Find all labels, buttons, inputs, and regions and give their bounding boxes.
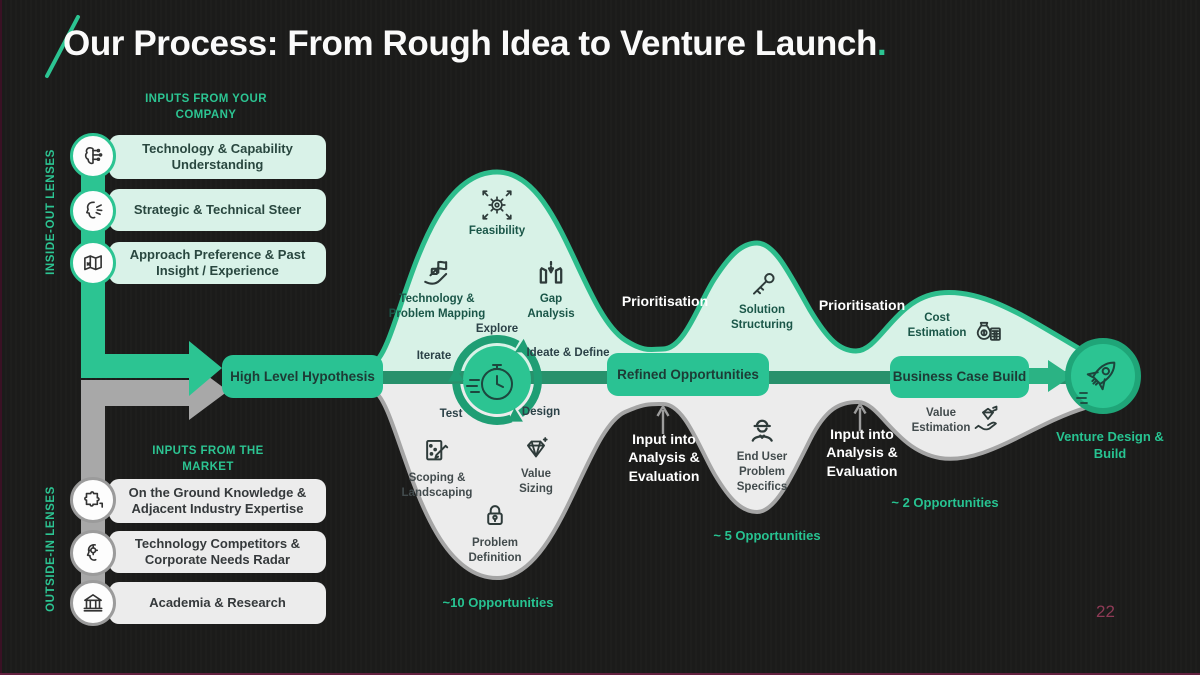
stage-box-hypothesis: High Level Hypothesis [222, 355, 383, 398]
cost-estimation-label: Cost Estimation [907, 312, 967, 340]
upper-wave-fill [375, 172, 1085, 377]
market-badge-2 [70, 530, 116, 576]
page-number: 22 [1096, 602, 1115, 621]
scoping-label: Scoping & Landscaping [401, 472, 473, 500]
input-analysis-2-label: Input into Analysis & Evaluation [826, 426, 898, 479]
title-slash-icon [45, 15, 80, 78]
value-sizing-label: Value Sizing [519, 468, 553, 496]
inside-out-lenses-label: INSIDE-OUT LENSES [45, 149, 57, 275]
feasibility-label: Feasibility [468, 225, 526, 237]
venture-design-build-label: Venture Design & Build [1056, 429, 1164, 462]
feasibility-icon [479, 187, 515, 223]
page-title-text: Our Process: From Rough Idea to Venture … [63, 24, 877, 63]
value-estimation-icon [971, 404, 1005, 434]
head-speech-icon [86, 201, 103, 219]
title-accent-dot: . [876, 24, 887, 63]
launch-arrow [1028, 360, 1072, 392]
market-input-pill: On the Ground Knowledge & Adjacent Indus… [109, 479, 326, 523]
solution-structuring-label: Solution Structuring [731, 304, 793, 332]
company-badge-3 [70, 240, 116, 286]
page-title: Our Process: From Rough Idea to Venture … [63, 24, 887, 64]
gap-analysis-icon [534, 257, 568, 291]
cycle-iterate-label: Iterate [416, 350, 452, 362]
solution-key-icon [746, 269, 778, 301]
opportunities-5-label: ~ 5 Opportunities [713, 528, 821, 543]
prioritisation-1-label: Prioritisation [621, 293, 709, 309]
market-badge-1 [70, 477, 116, 523]
opportunities-10-label: ~10 Opportunities [442, 595, 554, 610]
problem-definition-icon [479, 500, 511, 532]
company-badge-2 [70, 188, 116, 234]
map-icon [84, 255, 102, 271]
company-badge-1 [70, 133, 116, 179]
tech-problem-mapping-icon [420, 257, 454, 291]
market-inputs-header: INPUTS FROM THE MARKET [152, 445, 264, 473]
lower-wave-fill [375, 383, 1085, 578]
problem-definition-label: Problem Definition [468, 537, 522, 565]
cycle-explore-label: Explore [475, 323, 519, 335]
opportunities-2-label: ~ 2 Opportunities [891, 495, 999, 510]
prioritisation-2-label: Prioritisation [818, 297, 906, 313]
company-inputs-header: INPUTS FROM YOUR COMPANY [145, 93, 267, 121]
tech-problem-mapping-label: Technology & Problem Mapping [388, 293, 486, 321]
input-analysis-1-label: Input into Analysis & Evaluation [628, 431, 700, 484]
cycle-ideate-label: Ideate & Define [526, 347, 610, 359]
academia-icon [83, 594, 103, 612]
end-user-label: End User Problem Specifics [736, 451, 788, 494]
cycle-design-label: Design [521, 406, 561, 418]
upper-wave-border [373, 169, 1087, 365]
head-radar-icon [86, 544, 99, 561]
value-estimation-label: Value Estimation [911, 407, 971, 435]
company-input-pill: Strategic & Technical Steer [109, 189, 326, 231]
rocket-icon [1086, 361, 1116, 391]
market-badge-3 [70, 580, 116, 626]
cost-estimation-icon [971, 318, 1005, 348]
rocket-badge [1065, 338, 1141, 414]
market-input-pill: Academia & Research [109, 582, 326, 624]
scoping-icon [421, 436, 453, 468]
input-arrow-2 [853, 401, 867, 431]
stage-box-business: Business Case Build [890, 356, 1029, 398]
brain-circuit-icon [84, 147, 103, 165]
iteration-cycle-icon [448, 335, 543, 425]
outside-in-lenses-label: OUTSIDE-IN LENSES [45, 486, 57, 612]
left-edge-line [0, 0, 2, 675]
value-sizing-icon [521, 434, 551, 464]
gap-analysis-label: Gap Analysis [527, 293, 575, 321]
stage-box-refined: Refined Opportunities [607, 353, 769, 396]
bottom-edge-line [0, 673, 1200, 675]
company-input-pill: Approach Preference & Past Insight / Exp… [109, 242, 326, 284]
market-input-pill: Technology Competitors & Corporate Needs… [109, 531, 326, 573]
stopwatch-icon [466, 364, 513, 400]
puzzle-icon [84, 491, 104, 508]
lower-wave-border [373, 390, 1086, 580]
company-input-pill: Technology & Capability Understanding [109, 135, 326, 179]
cycle-test-label: Test [439, 408, 463, 420]
end-user-icon [745, 413, 779, 447]
input-arrow-1 [656, 404, 670, 434]
